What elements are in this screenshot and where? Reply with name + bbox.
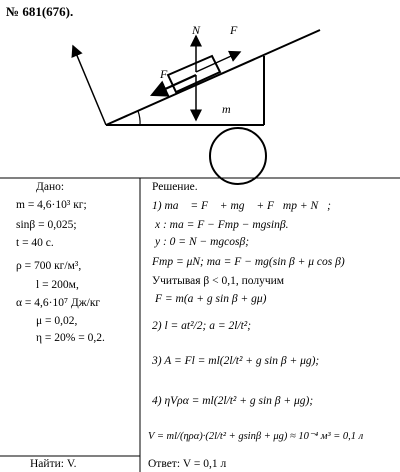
given-line: sinβ = 0,025; [16,219,77,231]
problem-number: № 681(676). [6,4,74,19]
solution-line: F = m(a + g sin β + gμ) [155,293,267,305]
friction-force-arrow [149,73,197,97]
solution-line: Учитывая β < 0,1, получим [152,275,285,287]
given-line: m = 4,6·10³ кг; [16,199,87,211]
solution-line: y : 0 = N − mgcosβ; [155,236,250,248]
given-header: Дано: [36,181,65,193]
given-line: α = 4,6·10⁷ Дж/кг [16,297,101,309]
solution-line: 1) ma⃗ = F⃗ + mg⃗ + F⃗тр + N⃗; [152,200,331,212]
label-f-left: F [159,67,168,81]
angle-arc [137,110,141,126]
solution-header: Решение. [152,181,198,193]
wheel-circle [209,127,267,185]
solution-line: 4) ηVρα = ml(2l/t² + g sin β + μg); [152,395,314,407]
stick-arrow [71,44,107,126]
find-label: Найти: V. [30,458,77,470]
solution-line: x : ma = F − Fтр − mgsinβ. [155,219,289,231]
solution-line: 3) A = Fl = ml(2l/t² + g sin β + μg); [152,355,320,367]
given-line: μ = 0,02, [36,315,78,327]
solution-line: V = ml/(ηρα)·(2l/t² + gsinβ + μg) ≈ 10⁻⁴… [148,431,364,442]
given-line: l = 200м, [36,279,79,291]
label-n: N [191,23,201,37]
label-f-top: F [229,23,238,37]
solution-line: Fтр = μN; ma = F − mg(sin β + μ cos β) [152,256,345,268]
answer: Ответ: V = 0,1 л [148,458,227,470]
label-m: m [222,102,231,116]
given-line: ρ = 700 кг/м³, [16,260,82,272]
incline-triangle [105,29,321,126]
force-f-arrow [195,50,242,73]
solution-line: 2) l = at²/2; a = 2l/t²; [152,320,252,332]
given-line: t = 40 с. [16,237,54,249]
given-line: η = 20% = 0,2. [36,332,105,344]
